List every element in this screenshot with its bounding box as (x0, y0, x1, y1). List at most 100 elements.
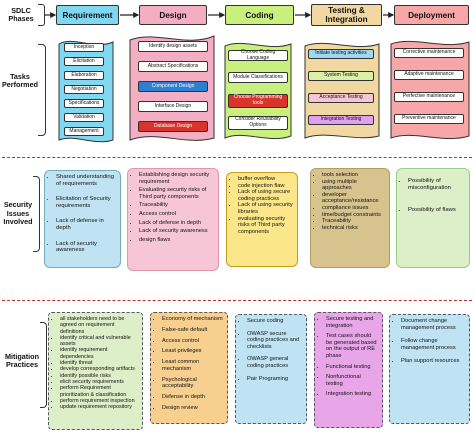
security-design-item-1: Evaluating security risks of Third party… (139, 187, 214, 200)
mitigation-testing-item-3: Nonfunctional testing (326, 374, 378, 387)
requirement-task-6: Management (64, 127, 104, 136)
design-task-1: Abstract Specifications (138, 61, 208, 72)
security-design-item-6: design flaws (139, 237, 214, 244)
requirement-task-1: Elicitation (64, 57, 104, 66)
tasks-performed-label: Tasks Performed (2, 71, 38, 89)
mitigation-deployment-item-2: Plan support resources (401, 358, 465, 365)
security-requirement-item-3: Lack of security awareness (56, 241, 116, 254)
mitigation-deployment-box: Document change management processFollow… (389, 314, 470, 424)
testing-task-2: Acceptance Testing (308, 93, 374, 103)
mitigation-testing-item-4: Integration testing (326, 391, 378, 398)
mitigation-design-item-3: Least privileges (162, 348, 223, 355)
security-coding-item-4: evaluating security risks of Third party… (238, 216, 293, 236)
mitigation-practices-label: Mitigation Practices (5, 351, 39, 369)
requirement-task-0: Inception (64, 43, 104, 52)
security-testing-item-1: using multiple approaches (322, 179, 385, 192)
mitigation-coding-item-1: OWASP secure coding practices and checkl… (247, 331, 302, 351)
security-testing-item-6: technical risks (322, 225, 385, 232)
coding-task-3: Consider Reusability Options (228, 116, 288, 130)
security-requirement-box: Shared understanding of requirementsElic… (44, 170, 121, 268)
mitigation-requirement-item-9: update requirement repository (60, 404, 138, 410)
mitigation-requirement-item-3: identify threat (60, 360, 138, 366)
mitigation-requirement-item-7: perform Requirement prioritization & cla… (60, 385, 138, 398)
deployment-task-2: Perfective maintenance (394, 92, 464, 102)
mitigation-requirement-box: all stakeholders need to be agreed on re… (48, 312, 143, 430)
design-task-0: Identify design assets (138, 41, 208, 52)
mitigation-deployment-item-1: Follow change management process (401, 338, 465, 351)
phase-header-design: Design (139, 5, 207, 25)
mitigation-requirement-item-0: all stakeholders need to be agreed on re… (60, 316, 138, 335)
mitigation-testing-box: Secure testing and integrationTest cases… (314, 312, 383, 428)
security-design-item-4: Lack of defense in depth (139, 220, 214, 227)
tasks-brace (38, 44, 46, 136)
deployment-task-0: Corrective maintenance (394, 48, 464, 58)
mitigation-design-item-6: Defense in depth (162, 394, 223, 401)
mitigation-coding-box: Secure codingOWASP secure coding practic… (235, 314, 307, 424)
phase-header-coding: Coding (225, 5, 294, 25)
mitigation-requirement-item-2: identify requirement dependencies (60, 347, 138, 360)
separator-1 (2, 157, 472, 158)
mitigation-coding-item-0: Secure coding (247, 318, 302, 325)
mitigation-design-item-2: Access control (162, 338, 223, 345)
header-arrows (45, 12, 395, 18)
testing-tasks-shape (304, 42, 380, 139)
mitigation-requirement-item-5: identify possible risks (60, 373, 138, 379)
testing-task-0: Initiate testing activities (308, 49, 374, 59)
security-design-item-5: Lack of security awareness (139, 228, 214, 235)
security-testing-item-0: tools selection (322, 172, 385, 179)
mitigation-coding-item-2: OWASP general coding practices (247, 356, 302, 369)
security-brace (33, 176, 40, 252)
sdlc-phases-text: SDLC Phases (8, 5, 34, 23)
security-design-item-0: Establishing design security requirement (139, 172, 214, 185)
coding-task-0: Choose Coding Language (228, 49, 288, 61)
design-task-2: Component Design (138, 81, 208, 92)
design-task-3: Interface Design (138, 101, 208, 112)
phase-header-testing: Testing & Integration (311, 4, 382, 26)
mitigation-requirement-item-4: develop corresponding artifacts (60, 366, 138, 372)
mitigation-design-box: Economy of mechanismFalse-safe defaultAc… (150, 312, 228, 424)
security-requirement-item-1: Elicitation of Security requirements (56, 196, 116, 209)
requirement-task-4: Specifications (64, 99, 104, 108)
requirement-task-5: Validation (64, 113, 104, 122)
mitigation-testing-item-0: Secure testing and integration (326, 316, 378, 329)
sdlc-phases-label: SDLC Phases (2, 3, 40, 27)
testing-task-3: Integration Testing (308, 115, 374, 125)
mitigation-coding-item-3: Pair Programing (247, 376, 302, 383)
requirement-task-2: Elaboration (64, 71, 104, 80)
separator-2 (2, 300, 472, 301)
coding-task-1: Module Classifications (228, 72, 288, 83)
security-deployment-item-0: Possibility of misconfiguration (408, 178, 465, 191)
mitigation-design-item-1: False-safe default (162, 327, 223, 334)
security-design-box: Establishing design security requirement… (127, 168, 219, 271)
phase-header-deployment: Deployment (394, 5, 469, 25)
mitigation-brace (40, 322, 47, 408)
mitigation-design-item-0: Economy of mechanism (162, 316, 223, 323)
mitigation-testing-item-2: Functional testing (326, 364, 378, 371)
testing-task-1: System Testing (308, 71, 374, 81)
security-testing-item-5: Traceability (322, 218, 385, 225)
security-design-item-2: Traceability (139, 202, 214, 209)
mitigation-design-item-5: Psychological acceptability (162, 377, 223, 390)
mitigation-requirement-item-1: identify critical and vulnerable assets (60, 335, 138, 348)
coding-tasks-shape (224, 42, 292, 140)
security-coding-item-3: Lack of using security libraries (238, 202, 293, 215)
mitigation-design-item-4: Least common mechanism (162, 359, 223, 372)
mitigation-design-item-7: Design review (162, 405, 223, 412)
mitigation-deployment-item-0: Document change management process (401, 318, 465, 331)
security-requirement-item-2: Lack of defense in depth (56, 218, 116, 231)
mitigation-testing-item-1: Test cases should be generated based on … (326, 333, 378, 359)
requirement-task-3: Negotiation (64, 85, 104, 94)
security-design-item-3: Access control (139, 211, 214, 218)
security-issues-label: Security Issues Involved (3, 200, 33, 227)
deployment-task-1: Adaptive maintenance (394, 70, 464, 80)
sdlc-label-brace (38, 4, 45, 26)
coding-task-2: Choose Programming tools (228, 94, 288, 108)
mitigation-requirement-item-6: elicit security requirements (60, 379, 138, 385)
phase-header-requirement: Requirement (56, 5, 119, 25)
security-testing-item-2: developer acceptance/resistance (322, 192, 385, 205)
security-coding-box: buffer overflowcode injection flawLack o… (226, 172, 298, 267)
deployment-task-3: Preventive maintenance (394, 114, 464, 124)
security-coding-item-2: Lack of using secure coding practices (238, 189, 293, 202)
security-testing-box: tools selectionusing multiple approaches… (310, 168, 390, 268)
security-coding-item-0: buffer overflow (238, 176, 293, 183)
